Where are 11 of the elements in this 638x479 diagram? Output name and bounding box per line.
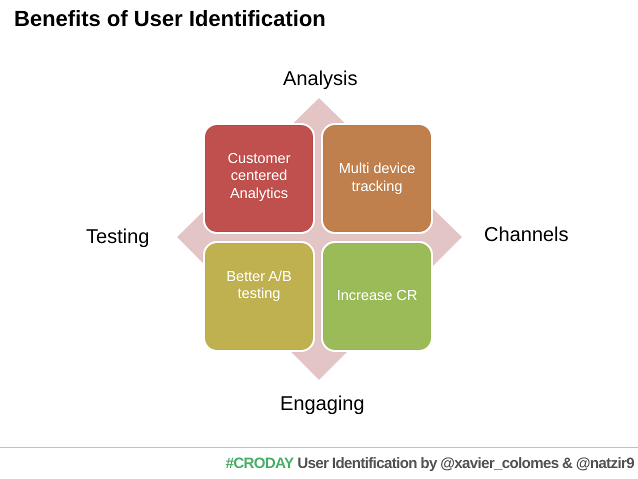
- rounded-tile: Increase CR: [321, 241, 433, 352]
- hashtag: #CRODAY: [226, 455, 294, 472]
- footer-credit: User Identification by @xavier_colomes & @natzir9: [297, 455, 634, 472]
- rounded-tile: Multi device tracking: [321, 123, 433, 234]
- axis-label: Channels: [484, 224, 569, 247]
- axis-label: Testing: [86, 226, 150, 249]
- rounded-tile: Customer centered Analytics: [203, 123, 315, 234]
- slide-title: Benefits of User Identification: [14, 6, 326, 32]
- axis-label: Engaging: [280, 393, 365, 416]
- rounded-tile: Better A/B testing: [203, 241, 315, 352]
- axis-label: Analysis: [283, 68, 358, 91]
